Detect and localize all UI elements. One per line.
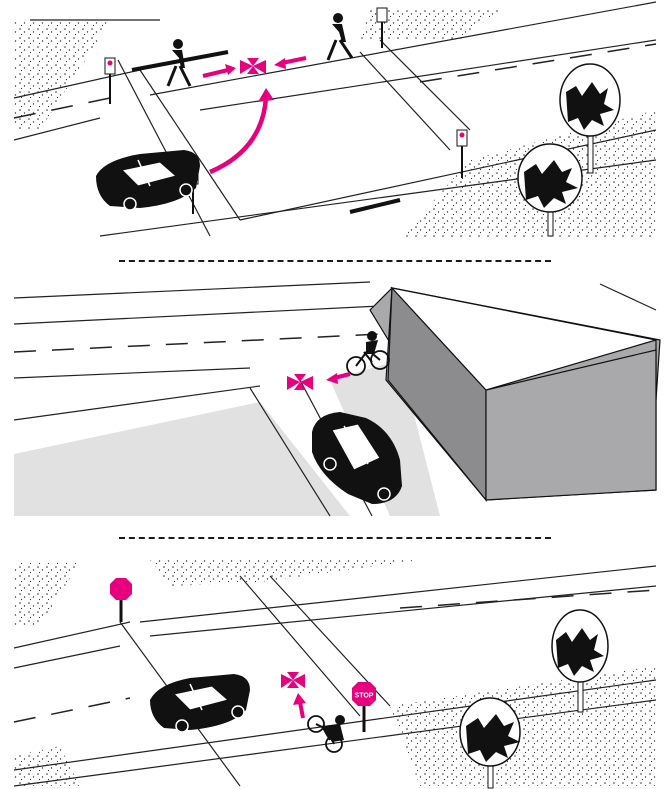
panel-stop-sign-cyclist: STOP bbox=[0, 556, 668, 789]
arrow-icon bbox=[203, 64, 236, 76]
panel-divider bbox=[119, 260, 551, 262]
scene-intersection-1 bbox=[0, 0, 668, 240]
stop-sign-label: STOP bbox=[355, 693, 374, 700]
scene-stop-intersection: STOP bbox=[0, 556, 668, 789]
grass-area bbox=[14, 562, 80, 626]
conflict-point-icon bbox=[240, 58, 266, 74]
car-icon bbox=[96, 150, 200, 210]
panel-driveway-cyclist bbox=[0, 280, 668, 520]
grass-area bbox=[150, 560, 420, 586]
conflict-point-icon bbox=[287, 374, 313, 390]
lane-dashes bbox=[14, 334, 380, 352]
grass-area bbox=[14, 22, 110, 130]
arrow-icon bbox=[210, 88, 274, 172]
grass-area bbox=[14, 746, 80, 786]
stop-sign-icon: STOP bbox=[352, 682, 376, 732]
arrow-icon bbox=[293, 693, 306, 718]
panel-intersection-pedestrians bbox=[0, 0, 668, 240]
pedestrian-signal-icon bbox=[105, 58, 115, 104]
stop-bar bbox=[350, 200, 400, 212]
panel-divider bbox=[119, 537, 551, 539]
stop-sign-icon bbox=[110, 578, 132, 622]
conflict-point-icon bbox=[281, 672, 305, 688]
pedestrian-icon bbox=[328, 13, 352, 60]
sidewalk-area bbox=[14, 402, 350, 516]
grass-area bbox=[390, 666, 656, 786]
cyclist-icon bbox=[347, 331, 389, 375]
scene-driveway bbox=[0, 280, 668, 520]
